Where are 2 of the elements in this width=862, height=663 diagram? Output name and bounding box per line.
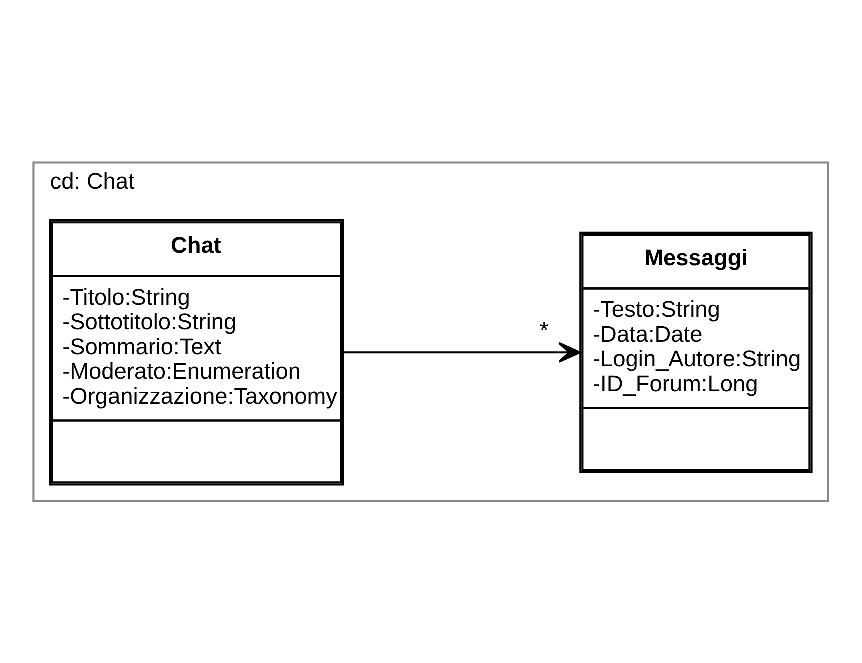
edge-label: * (540, 316, 549, 342)
arrow (343, 342, 582, 362)
